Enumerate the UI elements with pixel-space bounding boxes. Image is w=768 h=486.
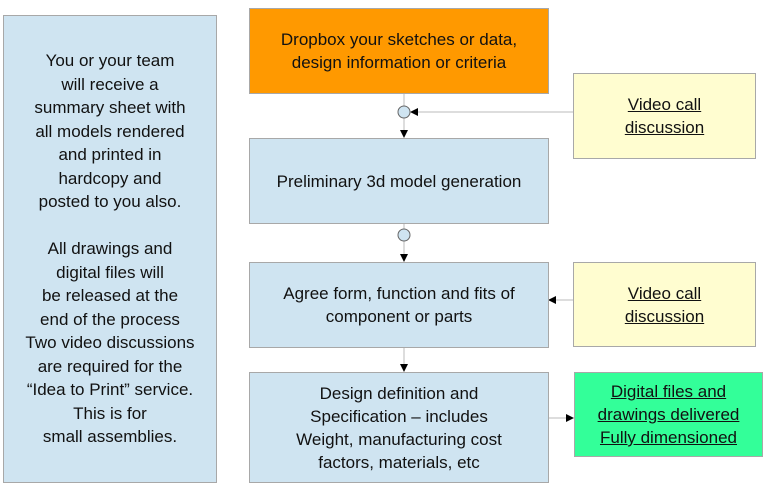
- video-call-link-1[interactable]: Video call discussion: [573, 73, 756, 159]
- video-call-link-2[interactable]: Video call discussion: [573, 262, 756, 347]
- step-dropbox: Dropbox your sketches or data, design in…: [249, 8, 549, 94]
- deliverable-link[interactable]: Digital files and drawings delivered Ful…: [574, 372, 763, 457]
- junction-circle: [397, 228, 411, 242]
- step-agree-form: Agree form, function and fits of compone…: [249, 262, 549, 348]
- step-design-definition: Design definition and Specification – in…: [249, 372, 549, 483]
- side-note: You or your team will receive a summary …: [3, 15, 217, 483]
- junction-circle: [397, 105, 411, 119]
- step-preliminary-model: Preliminary 3d model generation: [249, 138, 549, 224]
